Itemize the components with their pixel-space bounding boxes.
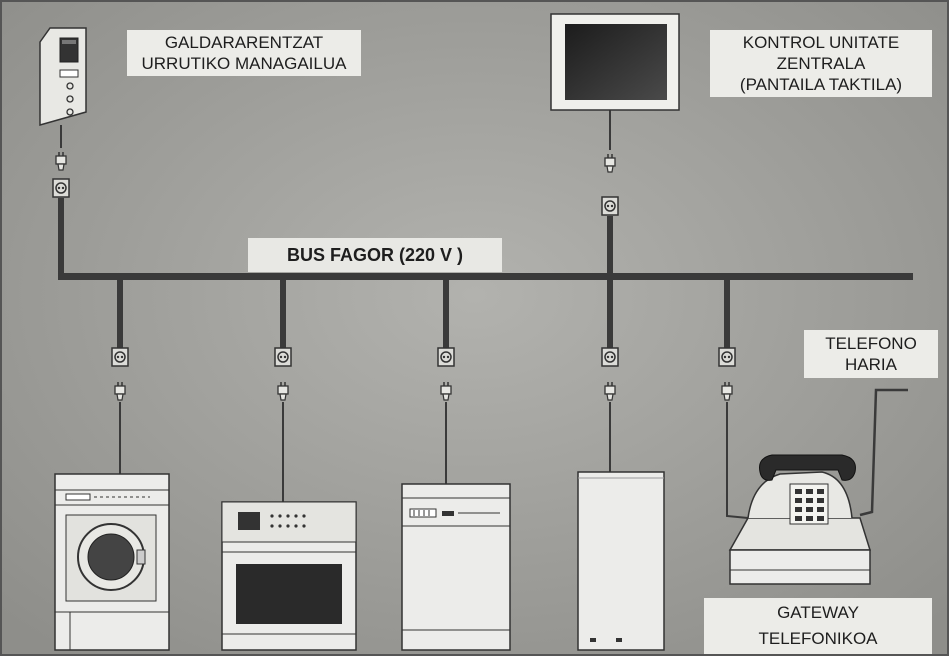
bus-line: [58, 273, 913, 280]
label-line: TELEFONIKOA: [758, 629, 878, 648]
label-phone-line: TELEFONO HARIA: [804, 330, 938, 378]
label-line: GALDARARENTZAT: [164, 33, 324, 52]
label-line: TELEFONO: [825, 334, 917, 353]
label-line: HARIA: [845, 355, 897, 374]
label-line: GATEWAY: [777, 603, 859, 622]
telephone-gateway: [728, 454, 872, 585]
label-gateway: GATEWAY TELEFONIKOA: [704, 598, 932, 654]
oven: [221, 501, 357, 651]
label-line: URRUTIKO MANAGAILUA: [141, 54, 347, 73]
appliance-drops: [111, 280, 749, 519]
boiler-remote-connection: [52, 125, 70, 276]
label-line: ZENTRALA: [776, 54, 866, 73]
phone-wire: [859, 388, 908, 517]
label-boiler-remote: GALDARARENTZAT URRUTIKO MANAGAILUA: [127, 30, 361, 76]
label-line: (PANTAILA TAKTILA): [739, 75, 903, 94]
control-unit-connection: [601, 110, 619, 276]
washing-machine: [54, 473, 170, 651]
boiler-remote-controller: [39, 27, 87, 126]
control-unit-touchscreen: [550, 13, 680, 111]
dishwasher: [401, 483, 511, 651]
label-control-unit: KONTROL UNITATE ZENTRALA (PANTAILA TAKTI…: [710, 30, 932, 97]
refrigerator: [577, 471, 665, 651]
label-line: KONTROL UNITATE: [742, 33, 900, 52]
bus-label: BUS FAGOR (220 V ): [248, 238, 502, 272]
